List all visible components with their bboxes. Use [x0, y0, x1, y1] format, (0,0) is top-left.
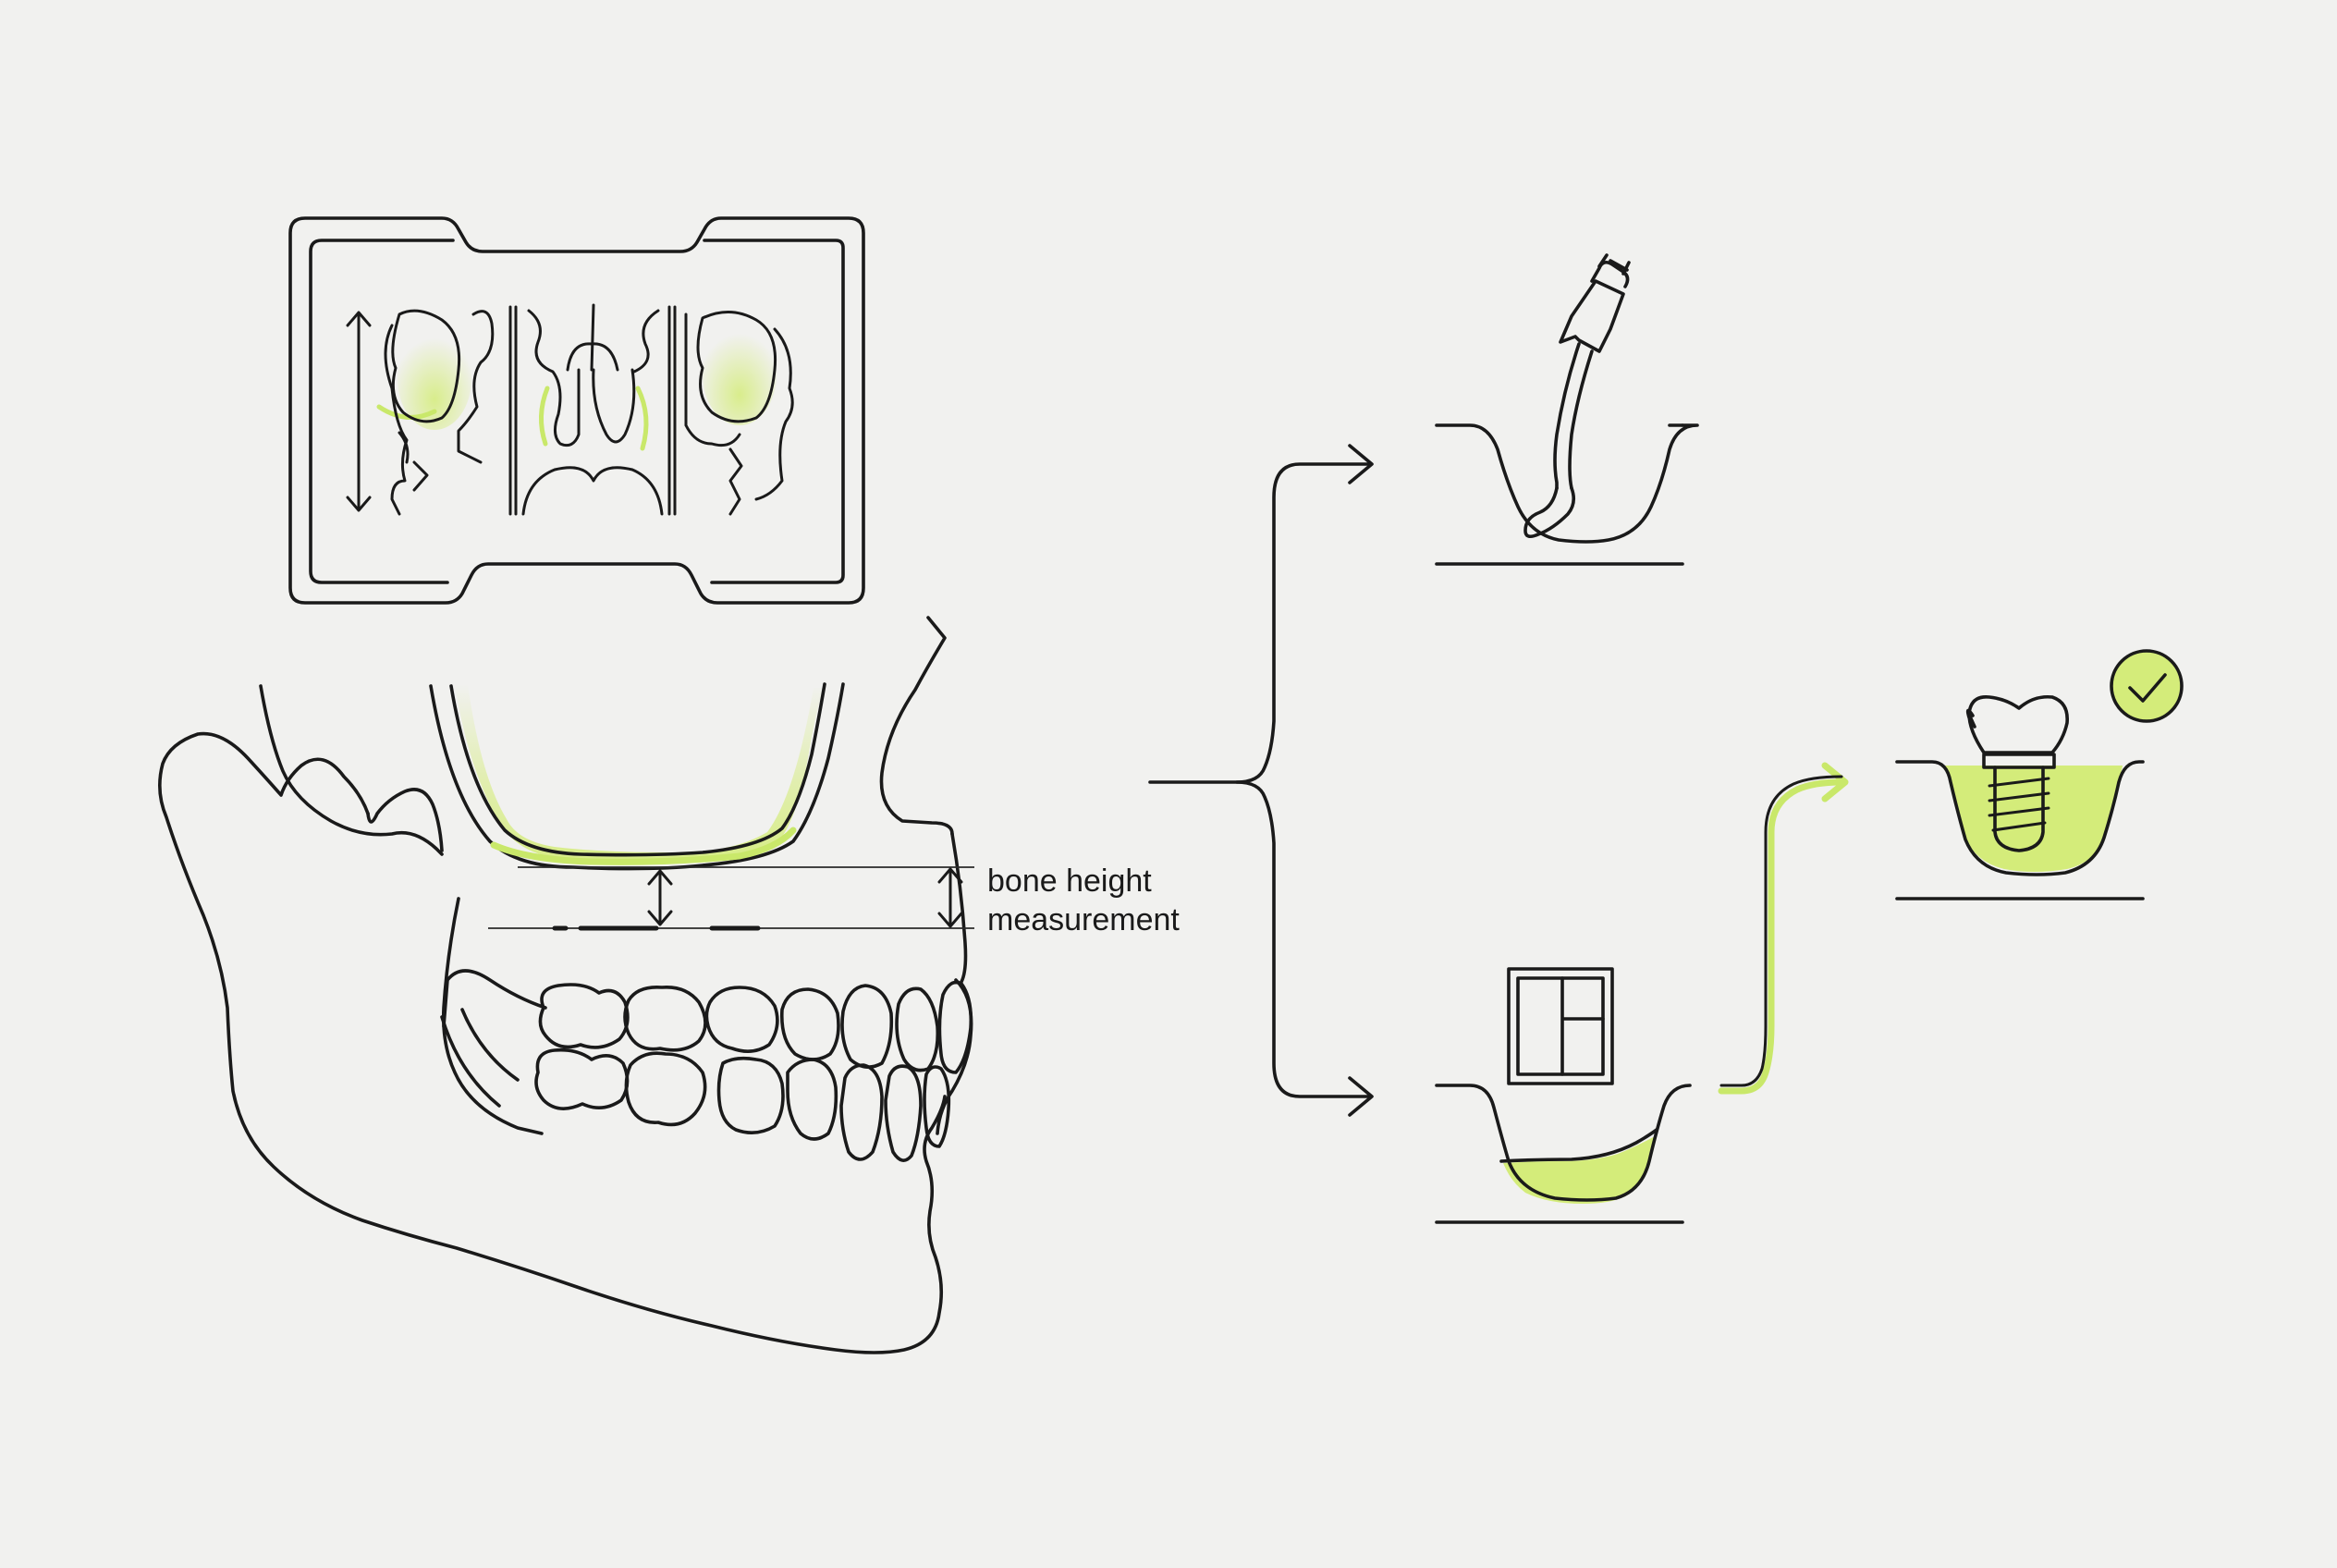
success-check-icon	[2110, 649, 2184, 723]
probe-socket-icon	[1435, 253, 1699, 566]
graft-block-icon	[1507, 967, 1614, 1085]
bone-height-label-line2: measurement	[987, 902, 1180, 937]
implant-crown-icon	[1895, 694, 2145, 900]
bone-graft-socket-icon	[1435, 1084, 1692, 1224]
bone-height-label-line1: bone height	[987, 864, 1152, 899]
branching-bracket-arrow	[1148, 444, 1374, 1117]
ct-scan-panel-icon	[288, 216, 865, 605]
bone-height-measurement-arrows	[488, 866, 974, 931]
teeth-row-icon	[534, 980, 973, 1162]
sinus-scan-anatomy	[346, 303, 794, 516]
success-path-arrow	[1718, 762, 1849, 1095]
